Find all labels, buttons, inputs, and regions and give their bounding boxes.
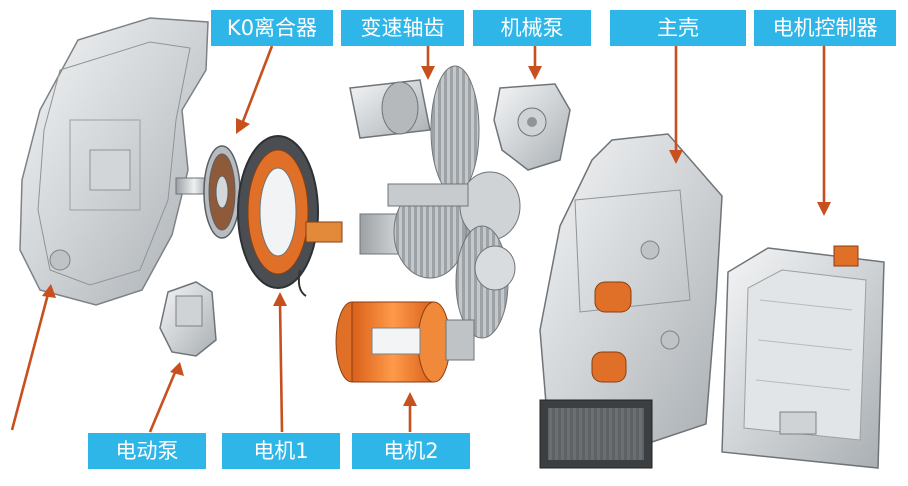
label-k0-clutch: K0离合器 xyxy=(211,10,333,46)
label-gears: 变速轴齿 xyxy=(341,10,464,46)
mechanical-pump-part xyxy=(493,83,571,171)
label-motor2: 电机2 xyxy=(352,433,470,469)
main-housing-part xyxy=(539,133,723,469)
k0-clutch-part xyxy=(175,145,241,239)
left-housing-part xyxy=(19,17,209,306)
electric-pump-part xyxy=(159,281,217,357)
label-mechanical-pump: 机械泵 xyxy=(473,10,591,46)
gearset-part xyxy=(349,65,521,339)
motor1-part xyxy=(237,135,343,297)
motor2-part xyxy=(335,301,475,383)
label-main-housing: 主壳 xyxy=(610,10,746,46)
label-motor-controller: 电机控制器 xyxy=(754,10,896,46)
label-electric-pump: 电动泵 xyxy=(88,433,206,469)
callout-arrows xyxy=(10,44,831,433)
label-motor1: 电机1 xyxy=(222,433,340,469)
motor-controller-part xyxy=(721,245,885,469)
